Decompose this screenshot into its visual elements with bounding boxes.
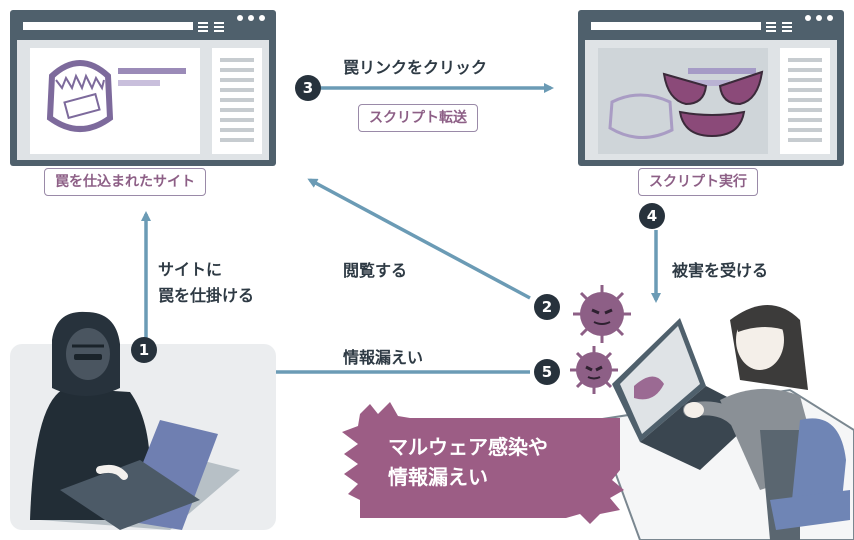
callout-line2: 情報漏えい — [388, 465, 488, 489]
step-1-badge: 1 — [131, 337, 157, 363]
bear-trap-icon — [46, 60, 114, 132]
step-5-label: 情報漏えい — [343, 348, 424, 367]
hacker-illustration — [10, 311, 276, 530]
virus-icon — [570, 346, 618, 394]
step-2-badge: 2 — [534, 294, 560, 320]
script-execution-window — [578, 10, 844, 166]
step-4-badge: 4 — [639, 203, 665, 229]
step-4-label: 被害を受ける — [672, 261, 769, 280]
step-2-label: 閲覧する — [343, 261, 408, 280]
trapped-site-caption: 罠を仕込まれたサイト — [44, 168, 206, 196]
evil-face-icon — [662, 70, 764, 138]
trapped-site-window — [10, 10, 276, 166]
callout-burst — [342, 402, 624, 524]
step-5-badge: 5 — [534, 359, 560, 385]
script-execution-caption: スクリプト実行 — [638, 168, 758, 196]
step-1-label-line2: 罠を仕掛ける — [158, 286, 255, 305]
arrow-step2 — [307, 178, 531, 300]
step-3-label: 罠リンクをクリック — [343, 58, 488, 77]
victim-illustration — [594, 305, 854, 540]
script-transfer-tag: スクリプト転送 — [358, 104, 478, 132]
virus-icon — [573, 285, 631, 343]
step-1-label-line1: サイトに — [158, 260, 223, 279]
callout-text: マルウェア感染や 情報漏えい — [388, 432, 548, 492]
callout-line1: マルウェア感染や — [388, 435, 548, 459]
step-3-badge: 3 — [295, 75, 321, 101]
